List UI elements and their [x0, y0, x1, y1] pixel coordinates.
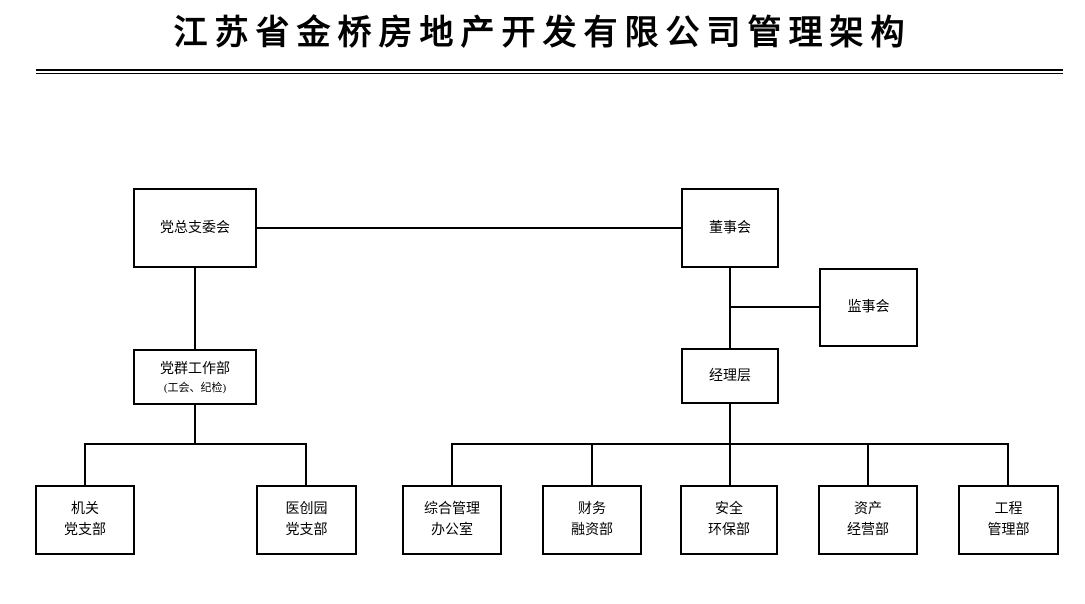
- org-node-finance-financing-dept: 财务 融资部: [542, 485, 642, 555]
- drop-engineering-management: [1007, 443, 1009, 485]
- org-node-label: 机关 党支部: [64, 502, 106, 538]
- title-divider-double-rule: [36, 69, 1063, 74]
- drop-safety-environment: [729, 443, 731, 485]
- org-node-party-work-dept: 党群工作部 (工会、纪检): [133, 349, 257, 405]
- drop-finance-financing: [591, 443, 593, 485]
- org-node-label: 综合管理 办公室: [424, 502, 480, 538]
- org-node-safety-environment-dept: 安全 环保部: [680, 485, 778, 555]
- org-node-label: 党总支委会: [160, 220, 230, 236]
- left-branch-bus: [84, 443, 307, 445]
- org-node-label: 监事会: [847, 300, 890, 315]
- connector-partycommittee-to-board: [257, 227, 681, 229]
- drop-yichuangyuan-party-branch: [305, 443, 307, 485]
- org-node-yichuangyuan-party-branch: 医创园 党支部: [256, 485, 357, 555]
- org-node-label: 经理层: [709, 368, 751, 384]
- connector-partyworkdept-down: [194, 405, 196, 445]
- org-node-label: 党群工作部: [160, 361, 230, 377]
- org-node-board-of-directors: 董事会: [681, 188, 779, 268]
- org-node-label: 医创园 党支部: [285, 502, 328, 538]
- org-node-label: 财务 融资部: [571, 502, 613, 538]
- org-node-label: 工程 管理部: [987, 502, 1030, 538]
- connector-management-down: [729, 404, 731, 445]
- org-node-engineering-management-dept: 工程 管理部: [958, 485, 1059, 555]
- org-node-label: 资产 经营部: [847, 502, 889, 538]
- page-title: 江苏省金桥房地产开发有限公司管理架构: [173, 15, 912, 52]
- org-node-label: 董事会: [709, 220, 751, 236]
- connector-board-to-management: [729, 268, 731, 348]
- drop-asset-operation: [867, 443, 869, 485]
- drop-organ-party-branch: [84, 443, 86, 485]
- org-node-management-team: 经理层: [681, 348, 779, 404]
- connector-board-to-supervisory: [730, 306, 819, 308]
- org-node-label: 安全 环保部: [708, 502, 750, 538]
- org-node-sublabel: (工会、纪检): [163, 381, 227, 394]
- org-node-party-committee: 党总支委会: [133, 188, 257, 268]
- org-node-asset-operation-dept: 资产 经营部: [818, 485, 918, 555]
- connector-partycommittee-to-partyworkdept: [194, 268, 196, 349]
- org-node-organ-party-branch: 机关 党支部: [35, 485, 135, 555]
- org-node-supervisory-board: 监事会: [819, 268, 918, 347]
- org-node-general-admin-office: 综合管理 办公室: [402, 485, 502, 555]
- drop-general-admin-office: [451, 443, 453, 485]
